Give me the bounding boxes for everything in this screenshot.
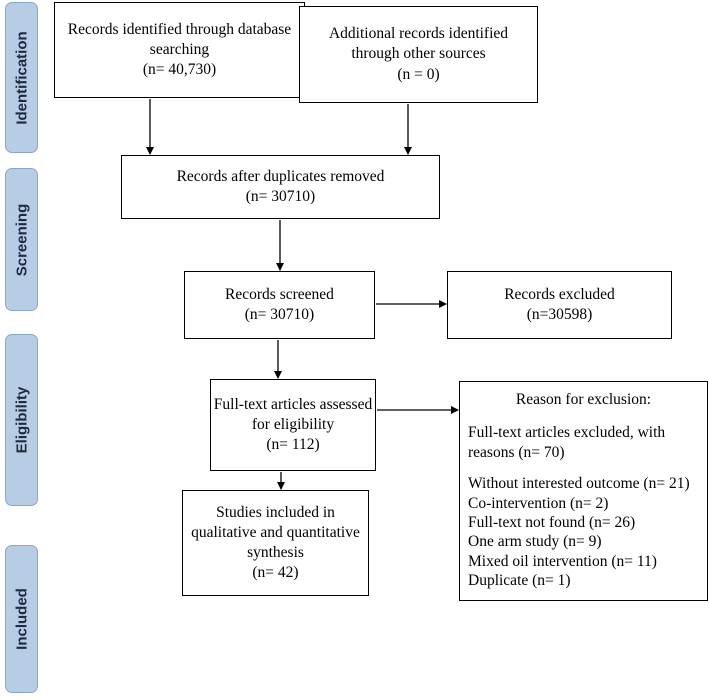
included-box: Studies included in qualitative and quan… — [182, 490, 369, 596]
reasons-summary-line1: Full-text articles excluded, with — [468, 424, 666, 442]
excluded-box: Records excluded (n=30598) — [447, 271, 672, 339]
reasons-title: Reason for exclusion: — [515, 391, 652, 408]
fulltext-box: Full-text articles assessed for eligibil… — [210, 379, 376, 471]
excluded-line1: Records excluded — [504, 285, 615, 303]
dedup-count: (n= 30710) — [245, 188, 316, 205]
fulltext-line1: Full-text articles assessed — [213, 395, 373, 413]
phase-included: Included — [5, 545, 38, 693]
fulltext-count: (n= 112) — [266, 436, 320, 454]
dedup-line1: Records after duplicates removed — [176, 167, 385, 185]
screened-box: Records screened (n= 30710) — [184, 271, 375, 339]
reason-item: One arm study (n= 9) — [468, 533, 602, 551]
screened-count: (n= 30710) — [244, 306, 315, 323]
reason-item: Without interested outcome (n= 21) — [468, 475, 690, 493]
db-search-box: Records identified through database sear… — [54, 2, 305, 98]
dedup-box: Records after duplicates removed (n= 307… — [121, 155, 440, 219]
fulltext-line2: for eligibility — [251, 415, 335, 433]
included-line1: Studies included in — [216, 503, 335, 521]
phase-identification: Identification — [5, 2, 38, 153]
phase-screening: Screening — [5, 168, 38, 311]
reasons-box: Reason for exclusion: Full-text articles… — [459, 381, 708, 601]
phase-eligibility: Eligibility — [5, 334, 38, 506]
other-sources-line1: Additional records identified — [328, 25, 509, 43]
included-count: (n= 42) — [252, 564, 299, 582]
reason-item: Duplicate (n= 1) — [468, 572, 571, 589]
screened-line1: Records screened — [225, 285, 334, 303]
other-sources-box: Additional records identified through ot… — [299, 6, 538, 103]
reason-item: Co-intervention (n= 2) — [468, 494, 609, 512]
reason-item: Full-text not found (n= 26) — [468, 513, 636, 531]
included-line2: qualitative and quantitative — [191, 523, 360, 541]
reasons-summary-line2: reasons (n= 70) — [468, 443, 565, 461]
reason-item: Mixed oil intervention (n= 11) — [468, 552, 657, 570]
db-search-line1: Records identified through database — [67, 20, 292, 38]
db-search-count: (n= 40,730) — [142, 61, 217, 79]
included-line3: synthesis — [247, 544, 304, 561]
other-sources-count: (n = 0) — [397, 65, 440, 83]
db-search-line2: searching — [149, 40, 210, 58]
other-sources-line2: through other sources — [351, 45, 486, 63]
excluded-count: (n=30598) — [526, 306, 593, 323]
